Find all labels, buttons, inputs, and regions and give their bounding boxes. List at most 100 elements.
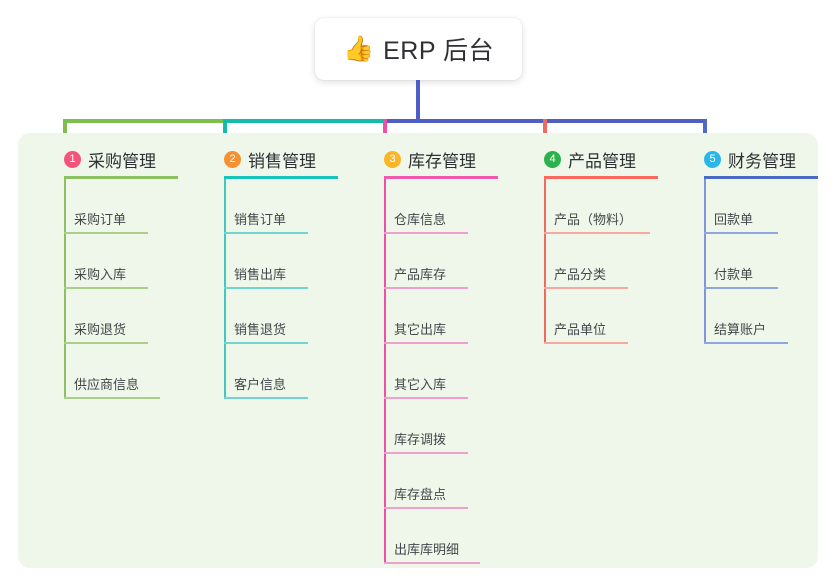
branch-title-1: 采购管理 [88,151,156,171]
leaf-label: 采购入库 [74,267,127,282]
leaf-label: 仓库信息 [394,212,447,227]
branch-rail-4 [544,179,546,344]
leaf-item[interactable]: 仓库信息 [370,179,520,234]
leaf-label: 其它出库 [394,322,447,337]
root-stem [416,80,420,123]
leaf-item[interactable]: 销售退货 [210,289,360,344]
leaf-label: 库存盘点 [394,487,447,502]
leaf-item[interactable]: 付款单 [690,234,839,289]
branch-header-5[interactable]: 5 财务管理 [690,145,818,185]
leaf-underline [64,287,148,289]
branch-header-4[interactable]: 4 产品管理 [530,145,658,185]
branch-underline-5 [704,176,818,179]
leaf-item[interactable]: 产品分类 [530,234,680,289]
leaf-label: 结算账户 [714,322,767,337]
leaf-underline [544,232,650,234]
branch-rail-3 [384,179,386,564]
branch-header-3[interactable]: 3 库存管理 [370,145,498,185]
branch-rail-5 [704,179,706,344]
leaf-label: 产品单位 [554,322,607,337]
leaf-item[interactable]: 结算账户 [690,289,839,344]
leaf-item[interactable]: 采购退货 [50,289,200,344]
leaf-label: 采购订单 [74,212,127,227]
leaf-item[interactable]: 采购订单 [50,179,200,234]
leaf-item[interactable]: 库存调拨 [370,399,520,454]
leaf-label: 供应商信息 [74,377,140,392]
leaf-item[interactable]: 其它入库 [370,344,520,399]
leaf-underline [64,342,148,344]
leaf-item[interactable]: 产品（物料） [530,179,680,234]
leaf-label: 采购退货 [74,322,127,337]
leaf-item[interactable]: 出库库明细 [370,509,520,564]
root-node-title: ERP 后台 [383,37,495,65]
leaf-label: 产品（物料） [554,212,633,227]
leaf-item[interactable]: 采购入库 [50,234,200,289]
leaf-underline [384,452,468,454]
branch-column-4: 4 产品管理产品（物料） 产品分类产品单位 [530,133,658,344]
leaf-underline [224,232,308,234]
branch-underline-2 [224,176,338,179]
root-node-card[interactable]: 👍 ERP 后台 [315,18,522,80]
branch-badge-2: 2 [224,150,241,168]
leaf-underline [544,342,628,344]
leaf-underline [384,507,468,509]
leaf-item[interactable]: 供应商信息 [50,344,200,399]
leaf-label: 出库库明细 [394,542,460,557]
leaf-underline [704,342,788,344]
leaf-label: 回款单 [714,212,754,227]
branch-title-4: 产品管理 [568,151,636,171]
branch-column-1: 1 采购管理采购订单采购入库采购退货供应商信息 [50,133,178,399]
leaf-underline [544,287,628,289]
branch-badge-3: 3 [384,150,401,168]
thumbs-up-icon: 👍 [342,34,375,63]
branch-title-2: 销售管理 [248,151,316,171]
leaf-item[interactable]: 其它出库 [370,289,520,344]
leaf-underline [64,397,160,399]
branch-underline-3 [384,176,498,179]
leaf-item[interactable]: 销售订单 [210,179,360,234]
leaf-underline [384,562,480,564]
leaf-label: 销售出库 [234,267,287,282]
leaf-label: 付款单 [714,267,754,282]
branch-column-5: 5 财务管理回款单付款单结算账户 [690,133,818,344]
leaf-underline [384,287,468,289]
leaf-item[interactable]: 销售出库 [210,234,360,289]
branch-header-2[interactable]: 2 销售管理 [210,145,338,185]
leaf-label: 销售退货 [234,322,287,337]
branch-underline-4 [544,176,658,179]
leaf-item[interactable]: 库存盘点 [370,454,520,509]
bus-segment-2 [225,119,385,123]
leaf-underline [224,287,308,289]
branch-badge-1: 1 [64,150,81,168]
branch-badge-4: 4 [544,150,561,168]
branches-panel: 1 采购管理采购订单采购入库采购退货供应商信息 2 销售管理销售订单销售出库销售退货客… [18,133,818,568]
leaf-label: 产品库存 [394,267,447,282]
leaf-underline [384,342,468,344]
leaf-underline [224,342,308,344]
leaf-underline [704,232,778,234]
leaf-label: 客户信息 [234,377,287,392]
leaf-underline [384,397,468,399]
branch-rail-1 [64,179,66,399]
leaf-item[interactable]: 产品库存 [370,234,520,289]
branch-header-1[interactable]: 1 采购管理 [50,145,178,185]
leaf-underline [64,232,148,234]
leaf-item[interactable]: 回款单 [690,179,839,234]
branch-title-3: 库存管理 [408,151,476,171]
leaf-underline [224,397,308,399]
bus-segment-1 [63,119,225,123]
leaf-label: 产品分类 [554,267,607,282]
branch-rail-2 [224,179,226,399]
leaf-item[interactable]: 产品单位 [530,289,680,344]
leaf-underline [704,287,778,289]
leaf-label: 销售订单 [234,212,287,227]
branch-column-2: 2 销售管理销售订单销售出库销售退货客户信息 [210,133,338,399]
leaf-underline [384,232,468,234]
branch-title-5: 财务管理 [728,151,796,171]
branch-underline-1 [64,176,178,179]
leaf-label: 库存调拨 [394,432,447,447]
leaf-item[interactable]: 客户信息 [210,344,360,399]
branch-badge-5: 5 [704,150,721,168]
